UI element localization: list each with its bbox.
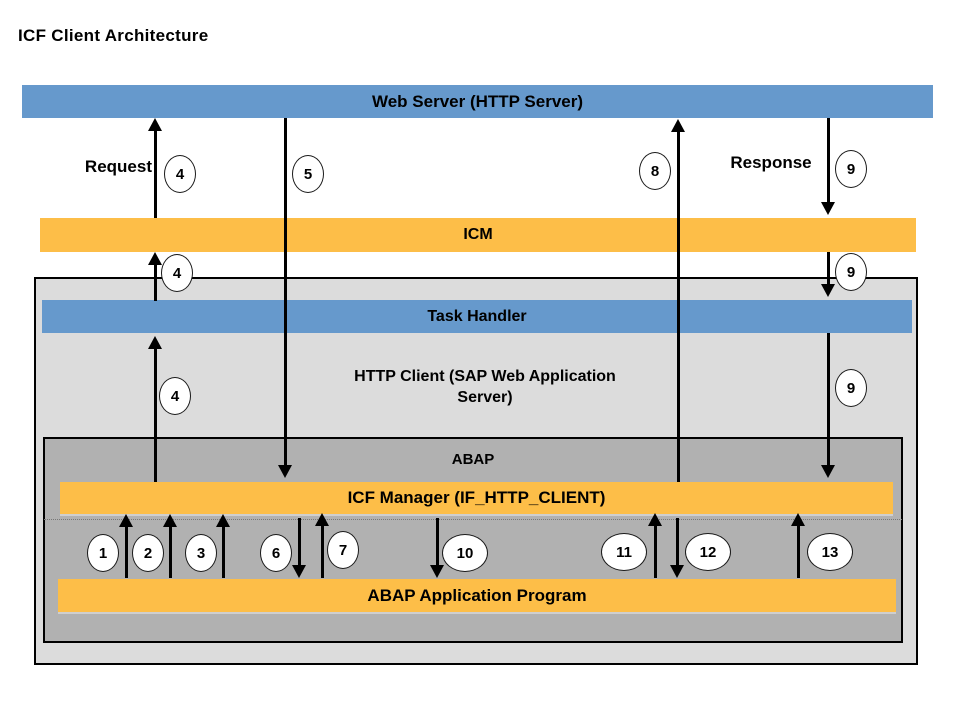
step-circle-5: 5 (292, 155, 324, 193)
step-circle-11: 11 (601, 533, 647, 571)
step-circle-2: 2 (132, 534, 164, 572)
arrow-down-icon (430, 518, 444, 578)
arrowhead-up-icon (119, 514, 133, 527)
arrowhead-up-icon (216, 514, 230, 527)
arrow-shaft (297, 518, 301, 567)
arrow-shaft (826, 252, 830, 286)
arrow-down-icon (278, 118, 292, 478)
arrow-shaft (283, 118, 287, 467)
arrow-shaft (168, 525, 172, 578)
arrowhead-up-icon (148, 336, 162, 349)
arrow-up-icon (148, 252, 162, 301)
arrowhead-up-icon (148, 118, 162, 131)
arrow-down-icon (821, 333, 835, 478)
task-handler-bar-label: Task Handler (427, 307, 527, 325)
step-circle-8: 8 (639, 152, 671, 190)
web-server-bar-label: Web Server (HTTP Server) (371, 91, 583, 111)
task-handler-bar: Task Handler (42, 300, 912, 333)
arrow-up-icon (148, 336, 162, 482)
arrow-shaft (653, 524, 657, 578)
step-circle-3: 3 (185, 534, 217, 572)
step-circle-9: 9 (835, 253, 867, 291)
icf-manager-bar-label: ICF Manager (IF_HTTP_CLIENT) (347, 488, 606, 507)
request-label: Request (84, 157, 152, 176)
arrowhead-up-icon (163, 514, 177, 527)
arrow-shaft (826, 118, 830, 204)
arrow-shaft (153, 263, 157, 301)
step-circle-4: 4 (161, 254, 193, 292)
step-circle-13: 13 (807, 533, 853, 571)
icm-bar-label: ICM (463, 226, 493, 243)
step-circle-4: 4 (159, 377, 191, 415)
step-circle-9: 9 (835, 369, 867, 407)
arrowhead-down-icon (292, 565, 306, 578)
arrow-up-icon (648, 513, 662, 578)
arrow-shaft (675, 518, 679, 567)
arrowhead-down-icon (430, 565, 444, 578)
arrow-up-icon (315, 513, 329, 578)
step-circle-12: 12 (685, 533, 731, 571)
page-title: ICF Client Architecture (18, 26, 209, 45)
arrow-up-icon (791, 513, 805, 578)
arrowhead-down-icon (278, 465, 292, 478)
arrowhead-down-icon (821, 465, 835, 478)
arrow-up-icon (671, 119, 685, 482)
icf-manager-divider-line (44, 519, 902, 520)
step-circle-10: 10 (442, 534, 488, 572)
web-server-bar: Web Server (HTTP Server) (22, 85, 933, 118)
arrow-down-icon (292, 518, 306, 578)
abap-label: ABAP (451, 451, 495, 468)
arrowhead-up-icon (671, 119, 685, 132)
http-client-label: HTTP Client (SAP Web Application Server) (325, 366, 645, 408)
http-client-label-line2: Server) (457, 389, 513, 406)
step-circle-6: 6 (260, 534, 292, 572)
step-circle-4: 4 (164, 155, 196, 193)
icf-manager-bar: ICF Manager (IF_HTTP_CLIENT) (60, 482, 893, 516)
arrow-shaft (153, 347, 157, 482)
arrow-shaft (320, 524, 324, 578)
arrow-down-icon (821, 252, 835, 297)
arrow-up-icon (163, 514, 177, 578)
arrow-shaft (826, 333, 830, 467)
arrowhead-up-icon (648, 513, 662, 526)
arrow-up-icon (148, 118, 162, 218)
step-circle-7: 7 (327, 531, 359, 569)
abap-application-program-bar: ABAP Application Program (58, 579, 896, 614)
arrowhead-up-icon (791, 513, 805, 526)
response-label: Response (730, 153, 812, 172)
step-circle-1: 1 (87, 534, 119, 572)
arrow-shaft (221, 525, 225, 578)
arrow-shaft (435, 518, 439, 567)
arrow-up-icon (119, 514, 133, 578)
arrow-shaft (676, 130, 680, 482)
icm-bar: ICM (40, 218, 916, 252)
step-circle-9: 9 (835, 150, 867, 188)
arrowhead-down-icon (821, 284, 835, 297)
arrowhead-down-icon (670, 565, 684, 578)
abap-application-program-label: ABAP Application Program (367, 585, 587, 605)
arrow-shaft (153, 129, 157, 218)
arrow-up-icon (216, 514, 230, 578)
arrow-shaft (124, 525, 128, 578)
arrow-down-icon (670, 518, 684, 578)
arrowhead-up-icon (315, 513, 329, 526)
arrowhead-down-icon (821, 202, 835, 215)
arrow-shaft (796, 524, 800, 578)
http-client-label-line1: HTTP Client (SAP Web Application (354, 368, 616, 385)
arrowhead-up-icon (148, 252, 162, 265)
arrow-down-icon (821, 118, 835, 215)
